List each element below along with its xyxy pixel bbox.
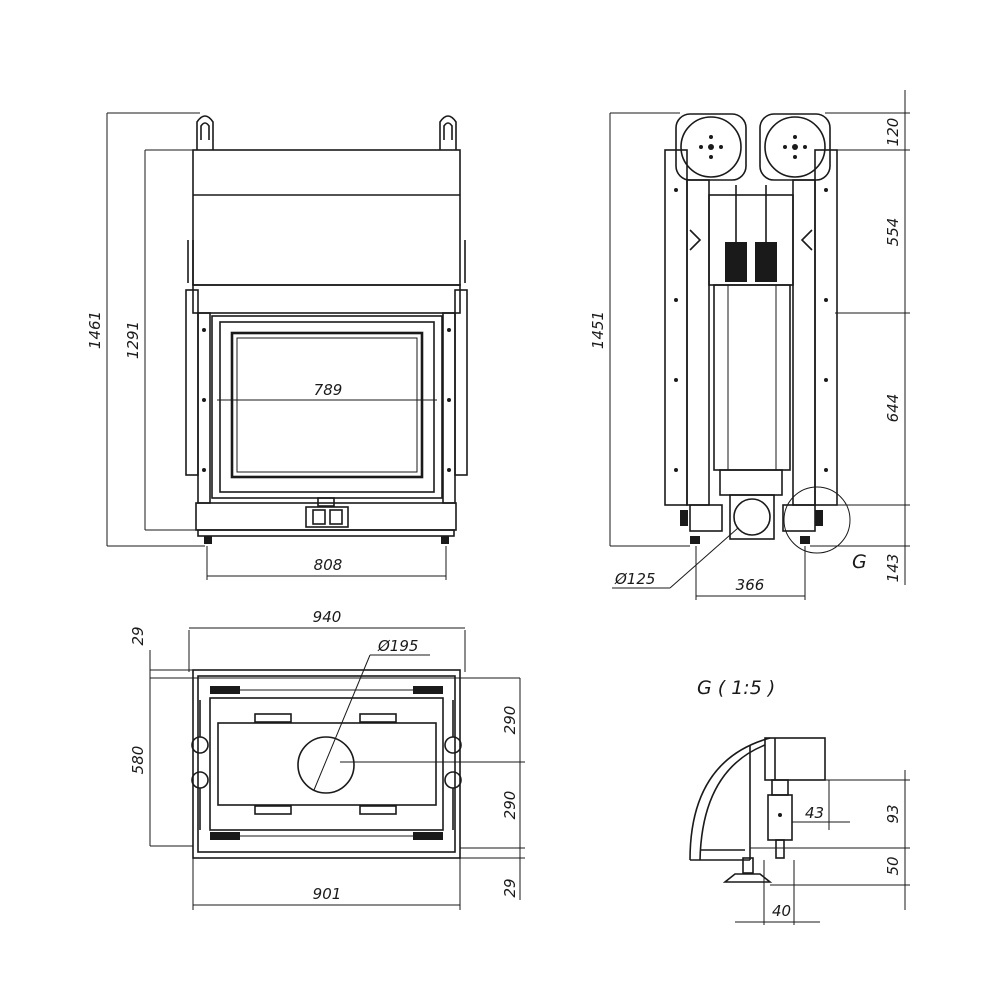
dim-side-flue-diameter: Ø125 bbox=[614, 570, 655, 588]
detail-view-g: G ( 1:5 ) 93 50 43 40 bbox=[689, 677, 910, 925]
dim-side-bottom: 143 bbox=[884, 554, 902, 583]
dim-top-depth: 580 bbox=[129, 746, 147, 775]
dim-top-half-lower: 290 bbox=[501, 791, 519, 820]
dim-side-middle: 644 bbox=[884, 394, 902, 423]
front-view: 1461 1291 789 808 bbox=[86, 112, 468, 580]
dim-top-width-bottom: 901 bbox=[313, 885, 342, 903]
dim-detail-foot: 40 bbox=[772, 902, 791, 920]
dim-front-height-total: 1461 bbox=[86, 311, 104, 349]
dim-side-flue-offset: 366 bbox=[736, 576, 765, 594]
dim-front-glass-width: 789 bbox=[314, 381, 343, 399]
dim-top-outlet-diameter: Ø195 bbox=[377, 637, 418, 655]
dim-top-width-top: 940 bbox=[313, 608, 342, 626]
dim-side-height-total: 1451 bbox=[589, 311, 607, 349]
dim-top-half-upper: 290 bbox=[501, 706, 519, 735]
dim-detail-horizontal: 43 bbox=[805, 804, 824, 822]
dim-front-base-width: 808 bbox=[314, 556, 343, 574]
dim-top-edge-upper: 29 bbox=[129, 626, 147, 645]
dim-detail-height-lower: 50 bbox=[884, 856, 902, 875]
detail-title: G ( 1:5 ) bbox=[697, 677, 775, 699]
side-view: G 1451 120 554 644 143 Ø125 366 bbox=[589, 90, 910, 600]
dim-side-upper: 554 bbox=[884, 218, 902, 247]
top-view: Ø195 940 901 580 29 290 290 29 bbox=[129, 608, 525, 910]
dim-side-top: 120 bbox=[884, 118, 902, 147]
dim-top-edge-lower: 29 bbox=[501, 878, 519, 897]
detail-marker-g: G bbox=[852, 551, 867, 573]
dim-detail-height-upper: 93 bbox=[884, 804, 902, 823]
dim-front-height-body: 1291 bbox=[124, 321, 142, 359]
